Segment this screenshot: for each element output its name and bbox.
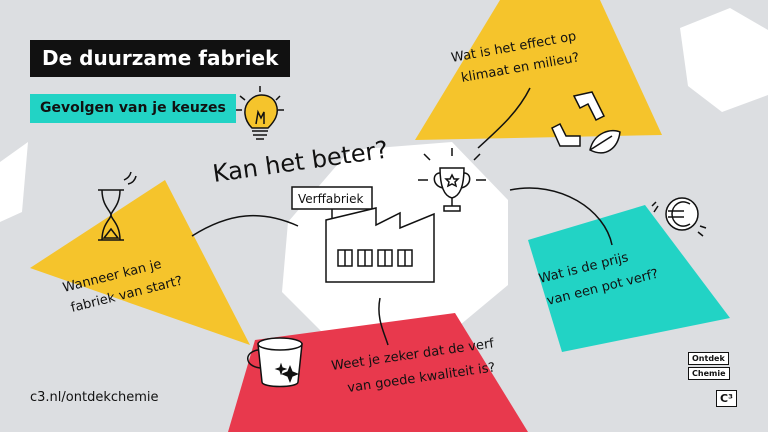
yellow-triangle-top [415,0,662,140]
factory-sign-label: Verffabriek [298,192,363,206]
connector-bottom [378,297,389,346]
connector-right [509,187,613,246]
connector-left [191,214,299,237]
logo-line-2: Chemie [688,367,730,380]
white-shape-top-right [680,8,768,112]
factory-drawing [291,186,435,283]
euro-icon [651,197,707,237]
trophy-icon [418,148,486,212]
red-parallelogram-bottom [228,313,528,432]
hourglass-icon [98,171,137,241]
ontdek-chemie-logo: Ontdek Chemie C³ [688,352,742,412]
lightbulb-icon [236,86,284,140]
footer-link[interactable]: c3.nl/ontdekchemie [30,390,159,405]
white-shape-left [0,142,28,222]
paint-bucket-icon [247,337,303,388]
logo-mark: C³ [716,390,737,407]
page-subtitle: Gevolgen van je keuzes [30,94,236,123]
recycle-icon [551,91,606,147]
logo-line-1: Ontdek [688,352,729,365]
connector-top [477,87,531,149]
teal-triangle-right [528,205,730,352]
page-title: De duurzame fabriek [30,40,291,77]
leaf-icon [589,129,621,154]
yellow-triangle-left [30,180,250,345]
